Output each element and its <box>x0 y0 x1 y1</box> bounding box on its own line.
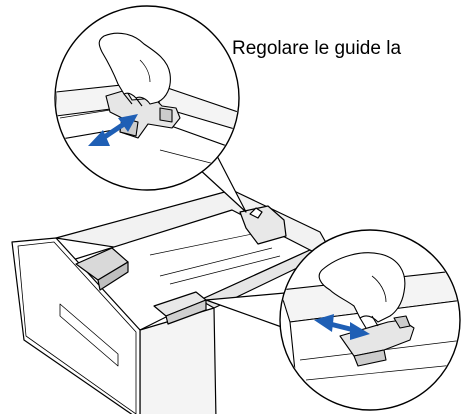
magnified-view-bottom <box>205 229 461 411</box>
double-arrow-icon <box>88 114 138 146</box>
magnified-view-top <box>54 5 247 213</box>
instruction-caption: Regolare le guide la <box>232 38 402 59</box>
hand-icon <box>318 252 406 329</box>
paper-tray <box>11 189 331 414</box>
double-arrow-icon <box>314 314 370 340</box>
hand-icon <box>98 32 171 107</box>
